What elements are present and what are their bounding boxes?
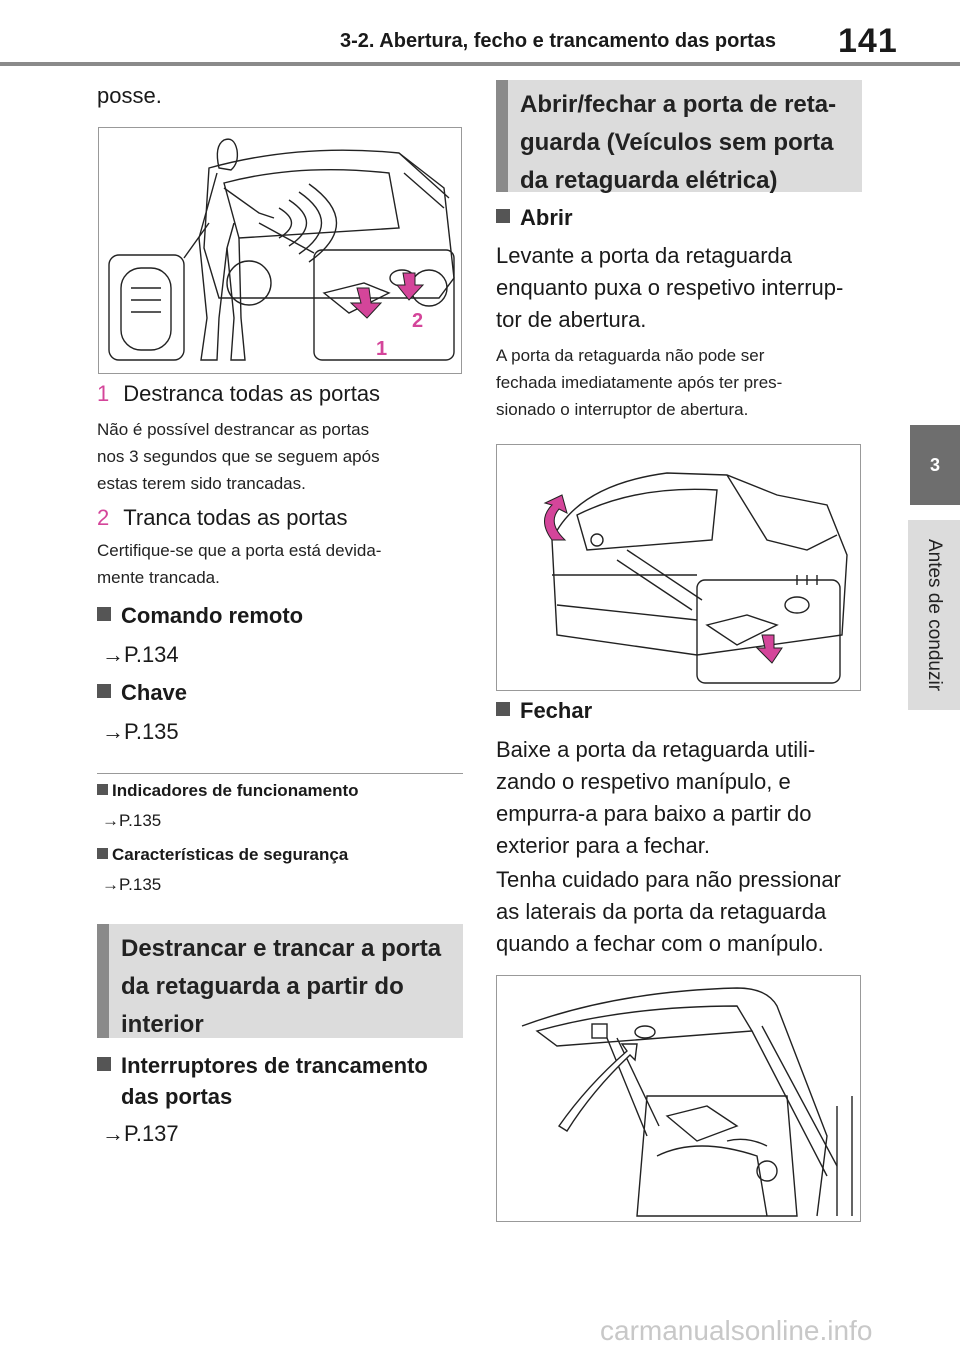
page-number: 141: [838, 22, 898, 60]
heading-text: Comando remoto: [121, 603, 304, 628]
figure-tailgate-unlock-drawing: [108, 138, 455, 361]
text-line: zando o respetivo manípulo, e: [496, 769, 791, 794]
step-number: 2: [97, 505, 110, 530]
remote-ref[interactable]: →P.134: [102, 642, 179, 668]
heading-line: da retaguarda a partir do: [121, 973, 404, 1000]
figure-tailgate-close-drawing: [521, 987, 853, 1217]
square-bullet-icon: [496, 702, 510, 716]
heading-text: Abrir: [520, 205, 573, 230]
chapter-tab: 3: [910, 425, 960, 505]
heading-text: Características de segurança: [112, 845, 349, 864]
note-line: estas terem sido trancadas.: [97, 474, 306, 493]
figure-tailgate-close: [496, 975, 861, 1222]
remote-heading: Comando remoto: [97, 603, 303, 629]
square-bullet-icon: [97, 1057, 111, 1071]
text-line: enquanto puxa o respetivo interrup-: [496, 275, 844, 300]
square-bullet-icon: [496, 209, 510, 223]
callout-1: 1: [376, 338, 388, 360]
step-number: 1: [97, 381, 110, 406]
heading-text: Chave: [121, 680, 188, 705]
close-text: Baixe a porta da retaguarda utili- zando…: [496, 734, 815, 862]
safety-heading: Características de segurança: [97, 845, 348, 865]
ref-text: P.135: [124, 719, 179, 744]
text-line: Levante a porta da retaguarda: [496, 243, 793, 268]
running-header: 3-2. Abertura, fecho e trancamento das p…: [340, 30, 777, 52]
heading-line: Destrancar e trancar a porta: [121, 935, 442, 962]
close-heading: Fechar: [496, 698, 592, 724]
right-arrow-icon: →: [102, 811, 119, 830]
square-bullet-icon: [97, 784, 108, 795]
key-ref[interactable]: →P.135: [102, 719, 179, 745]
watermark: carmanualsonline.info: [600, 1315, 873, 1346]
note-line: Certifique-se que a porta está devida-: [97, 541, 382, 560]
safety-ref[interactable]: →P.135: [102, 875, 161, 895]
divider: [97, 773, 463, 774]
heading-text: Indicadores de funcionamento: [112, 781, 359, 800]
heading-line: Abrir/fechar a porta de reta-: [520, 91, 837, 118]
note-line: sionado o interruptor de abertura.: [496, 400, 749, 419]
step-1: 1 Destranca todas as portas: [97, 378, 380, 410]
figure-tailgate-unlock: 1 2: [98, 127, 462, 374]
note-line: mente trancada.: [97, 568, 220, 587]
ref-text: P.135: [119, 811, 162, 830]
text-line: tor de abertura.: [496, 307, 647, 332]
text-line: exterior para a fechar.: [496, 833, 711, 858]
figure-tailgate-open: [496, 444, 861, 691]
heading-line: da retaguarda elétrica): [520, 167, 778, 194]
heading-text: Fechar: [520, 698, 593, 723]
chapter-side-label: Antes de conduzir: [908, 520, 960, 710]
note-line: Não é possível destrancar as portas: [97, 420, 370, 439]
figure-tailgate-open-drawing: [543, 472, 848, 684]
text-line: Tenha cuidado para não pressionar: [496, 867, 841, 892]
note-line: A porta da retaguarda não pode ser: [496, 346, 765, 365]
text-line: Baixe a porta da retaguarda utili-: [496, 737, 816, 762]
open-heading: Abrir: [496, 205, 573, 231]
note-line: nos 3 segundos que se seguem após: [97, 447, 380, 466]
callout-2: 2: [412, 310, 424, 332]
indicators-ref[interactable]: →P.135: [102, 811, 161, 831]
header-rule: [0, 62, 960, 66]
step-2: 2 Tranca todas as portas: [97, 502, 347, 534]
open-note: A porta da retaguarda não pode ser fecha…: [496, 342, 782, 423]
chapter-title: Antes de conduzir: [924, 538, 945, 692]
step-2-note: Certifique-se que a porta está devida- m…: [97, 537, 381, 591]
square-bullet-icon: [97, 848, 108, 859]
close-caution: Tenha cuidado para não pressionar as lat…: [496, 864, 841, 960]
right-arrow-icon: →: [102, 875, 119, 894]
square-bullet-icon: [97, 607, 111, 621]
open-text: Levante a porta da retaguarda enquanto p…: [496, 240, 843, 336]
intro-text: posse.: [97, 83, 162, 108]
text-line: empurra-a para baixo a partir do: [496, 801, 812, 826]
ref-text: P.137: [124, 1121, 179, 1146]
heading-line: interior: [121, 1011, 204, 1038]
text-line: quando a fechar com o manípulo.: [496, 931, 824, 956]
ref-text: P.135: [119, 875, 162, 894]
step-title: Tranca todas as portas: [123, 505, 348, 530]
section-heading-tailgate: Abrir/fechar a porta de reta- guarda (Ve…: [496, 80, 862, 194]
ref-text: P.134: [124, 642, 179, 667]
right-arrow-icon: →: [102, 719, 124, 744]
section-heading-interior-lock: Destrancar e trancar a porta da retaguar…: [97, 924, 463, 1038]
key-heading: Chave: [97, 680, 187, 706]
heading-text: das portas: [121, 1084, 233, 1109]
step-1-note: Não é possível destrancar as portas nos …: [97, 416, 380, 497]
lock-switches-ref[interactable]: →P.137: [102, 1121, 179, 1147]
text-line: as laterais da porta da retaguarda: [496, 899, 827, 924]
right-arrow-icon: →: [102, 1121, 124, 1146]
square-bullet-icon: [97, 684, 111, 698]
step-title: Destranca todas as portas: [123, 381, 381, 406]
indicators-heading: Indicadores de funcionamento: [97, 781, 359, 801]
heading-line: guarda (Veículos sem porta: [520, 129, 834, 156]
right-arrow-icon: →: [102, 642, 124, 667]
lock-switches-heading: Interruptores de trancamento das portas: [97, 1050, 428, 1112]
chapter-number: 3: [929, 454, 940, 475]
heading-text: Interruptores de trancamento: [121, 1053, 428, 1078]
note-line: fechada imediatamente após ter pres-: [496, 373, 783, 392]
